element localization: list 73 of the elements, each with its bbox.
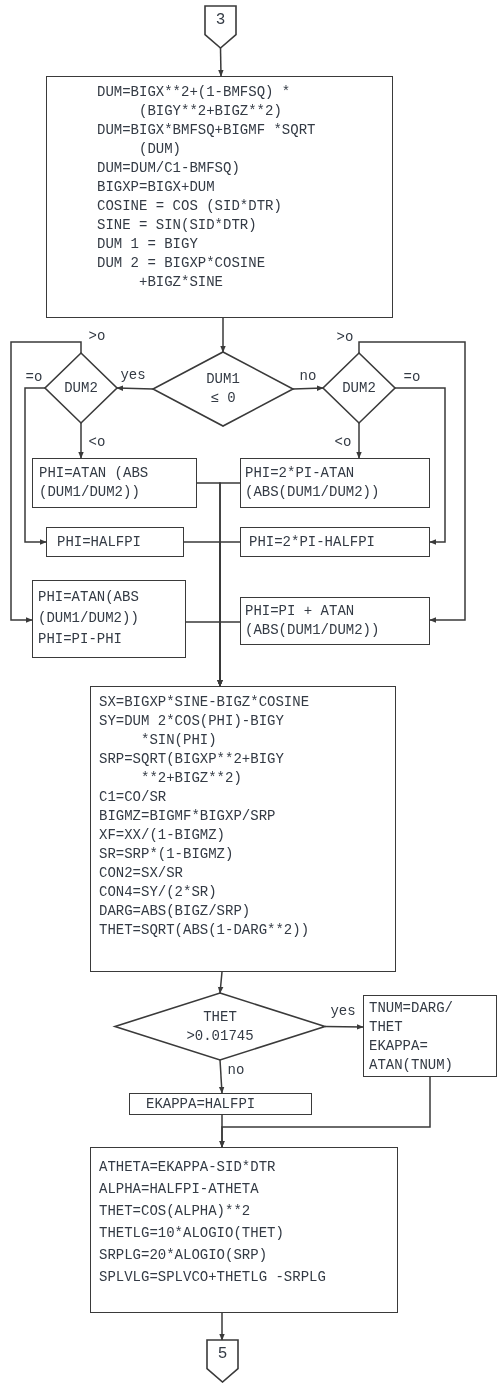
arrow bbox=[217, 971, 224, 994]
arrow bbox=[217, 621, 241, 687]
arrow bbox=[116, 385, 154, 391]
code-text: SRP=SQRT(BIGXP**2+BIGY **2+BIGZ**2) bbox=[99, 750, 285, 788]
code-text: SX=BIGXP*SINE-BIGZ*COSINE bbox=[99, 693, 311, 712]
code-text: COSINE = COS (SID*DTR) bbox=[97, 197, 283, 216]
code-text: PHI=PI + ATAN (ABS(DUM1/DUM2)) bbox=[245, 602, 381, 640]
code-text: PHI=2*PI-HALFPI bbox=[249, 533, 377, 552]
decision-diamond bbox=[45, 353, 117, 423]
code-text: ATHETA=EKAPPA-SID*DTR bbox=[99, 1158, 277, 1177]
arrow bbox=[218, 1059, 225, 1094]
arrow bbox=[356, 422, 362, 459]
code-text: SRPLG=20*ALOGIO(SRP) bbox=[99, 1246, 269, 1265]
arrow bbox=[24, 387, 47, 545]
process-box bbox=[46, 527, 184, 557]
code-text: XF=XX/(1-BIGMZ) bbox=[99, 826, 227, 845]
code-text: PHI=2*PI-ATAN (ABS(DUM1/DUM2)) bbox=[245, 464, 381, 502]
code-text: PHI=ATAN(ABS (DUM1/DUM2)) bbox=[38, 588, 140, 628]
arrow bbox=[358, 341, 466, 623]
code-text: 3 bbox=[214, 11, 227, 31]
process-box bbox=[240, 597, 430, 645]
arrow bbox=[292, 385, 324, 391]
decision-diamond bbox=[115, 993, 325, 1060]
off-page-connector bbox=[207, 1340, 238, 1382]
process-box bbox=[46, 76, 393, 318]
code-text: PHI=PI-PHI bbox=[38, 630, 123, 649]
code-text: DUM2 bbox=[63, 378, 99, 398]
code-text: ALPHA=HALFPI-ATHETA bbox=[99, 1180, 260, 1199]
code-text: BIGXP=BIGX+DUM bbox=[97, 178, 216, 197]
code-text: DUM=BIGX*BMFSQ+BIGMF *SQRT (DUM) bbox=[97, 121, 317, 159]
code-text: TNUM=DARG/ THET bbox=[369, 999, 454, 1037]
code-text: THET=SQRT(ABS(1-DARG**2)) bbox=[99, 921, 311, 940]
code-text: CON4=SY/(2*SR) bbox=[99, 883, 218, 902]
arrow bbox=[219, 1076, 431, 1148]
code-text: EKAPPA=HALFPI bbox=[146, 1095, 257, 1113]
arrow bbox=[219, 1312, 225, 1341]
arrow bbox=[220, 317, 226, 353]
decision-diamond bbox=[153, 352, 293, 426]
decision-diamond bbox=[323, 353, 395, 423]
arrow bbox=[10, 341, 82, 623]
code-text: DUM=BIGX**2+(1-BMFSQ) *(BIGY**2+BIGZ**2) bbox=[97, 83, 292, 121]
code-text: BIGMZ=BIGMF*BIGXP/SRP bbox=[99, 807, 277, 826]
code-text: DUM1 ≤ 0 bbox=[205, 370, 241, 408]
process-box bbox=[32, 458, 197, 508]
code-text: SINE = SIN(SID*DTR) bbox=[97, 216, 258, 235]
code-text: THET=COS(ALPHA)**2 bbox=[99, 1202, 252, 1221]
code-text: SPLVLG=SPLVCO+THETLG -SRPLG bbox=[99, 1268, 327, 1287]
code-text: DUM=DUM/C1-BMFSQ) bbox=[97, 159, 241, 178]
process-box bbox=[90, 686, 396, 972]
code-text: THETLG=10*ALOGIO(THET) bbox=[99, 1224, 285, 1243]
code-text: SY=DUM 2*COS(PHI)-BIGY *SIN(PHI) bbox=[99, 712, 285, 750]
code-text: THET >0.01745 bbox=[185, 1007, 255, 1046]
code-text: DUM 2 = BIGXP*COSINE +BIGZ*SINE bbox=[97, 254, 267, 292]
process-box bbox=[129, 1093, 312, 1115]
off-page-connector bbox=[205, 6, 236, 48]
code-text: DARG=ABS(BIGZ/SRP) bbox=[99, 902, 252, 921]
process-box bbox=[90, 1147, 398, 1313]
code-text: SR=SRP*(1-BIGMZ) bbox=[99, 845, 235, 864]
code-text: CON2=SX/SR bbox=[99, 864, 184, 883]
code-text: DUM 1 = BIGY bbox=[97, 235, 199, 254]
arrow bbox=[218, 47, 224, 77]
process-box bbox=[240, 527, 430, 557]
code-text: EKAPPA= ATAN(TNUM) bbox=[369, 1037, 454, 1075]
process-box bbox=[32, 580, 186, 658]
arrow bbox=[78, 422, 84, 459]
arrow bbox=[394, 387, 446, 545]
code-text: PHI=HALFPI bbox=[57, 533, 142, 552]
process-box bbox=[240, 458, 430, 508]
code-text: C1=CO/SR bbox=[99, 788, 168, 807]
code-text: DUM2 bbox=[341, 378, 377, 398]
process-box bbox=[363, 995, 497, 1077]
code-text: PHI=ATAN (ABS (DUM1/DUM2)) bbox=[39, 464, 150, 502]
code-text: 5 bbox=[216, 1345, 229, 1365]
